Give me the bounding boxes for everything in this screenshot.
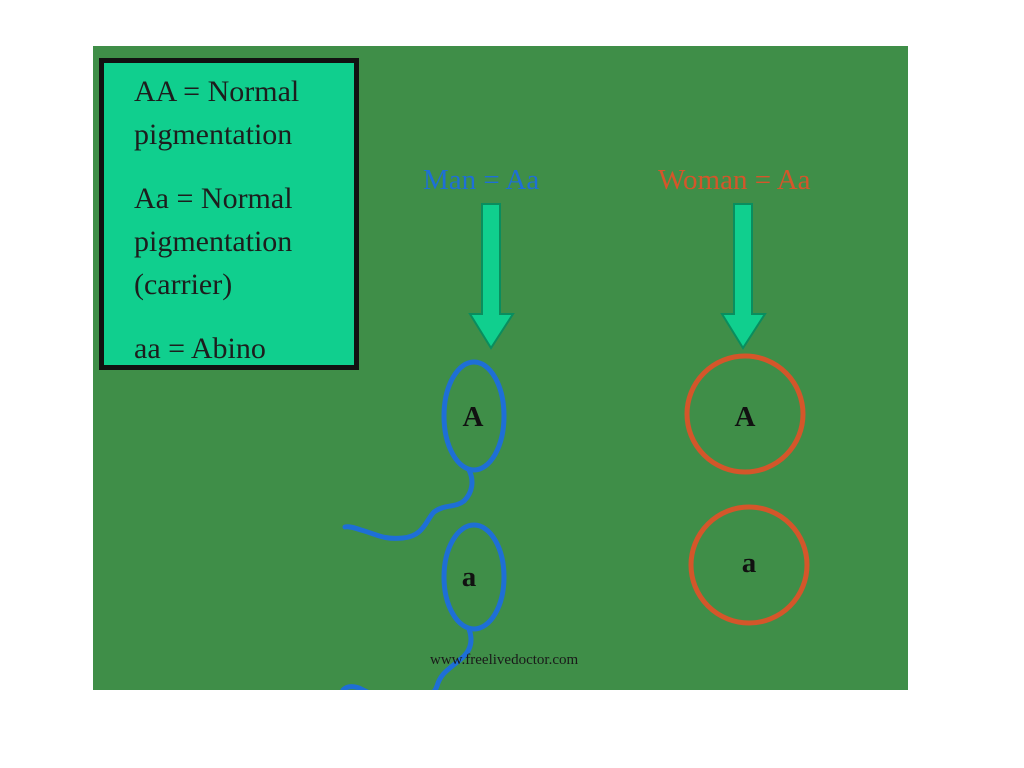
meiosis-diagram: A a A a	[340, 203, 810, 690]
woman-allele-recessive: a	[742, 547, 757, 579]
watermark-url: www.freelivedoctor.com	[430, 652, 579, 668]
man-arrow-icon	[468, 203, 515, 350]
legend-line-pigmentation-2: pigmentation	[134, 225, 293, 258]
man-genotype-label: Man = Aa	[423, 164, 540, 196]
woman-allele-dominant: A	[735, 401, 756, 433]
man-sperm-cell-recessive	[441, 522, 507, 632]
legend-line-carrier: (carrier)	[134, 268, 233, 301]
woman-genotype-label: Woman = Aa	[658, 164, 811, 196]
man-sperm-tail-1	[342, 467, 475, 541]
legend-line-pigmentation: pigmentation	[134, 118, 293, 151]
man-allele-recessive: a	[462, 561, 477, 593]
genotype-legend-box: AA = Normal pigmentation Aa = Normal pig…	[99, 58, 359, 370]
woman-egg-cell-dominant	[684, 353, 806, 475]
legend-line-aa-carrier: Aa = Normal	[134, 182, 293, 215]
man-allele-dominant: A	[463, 401, 484, 433]
slide: AA = Normal pigmentation Aa = Normal pig…	[93, 46, 908, 690]
legend-line-aa-normal: AA = Normal	[134, 75, 300, 108]
woman-egg-cell-recessive	[688, 504, 810, 626]
man-sperm-tail-2	[340, 626, 474, 690]
man-sperm-cell-dominant	[441, 359, 507, 473]
woman-arrow-icon	[720, 203, 767, 350]
legend-line-albino: aa = Abino	[134, 332, 266, 365]
